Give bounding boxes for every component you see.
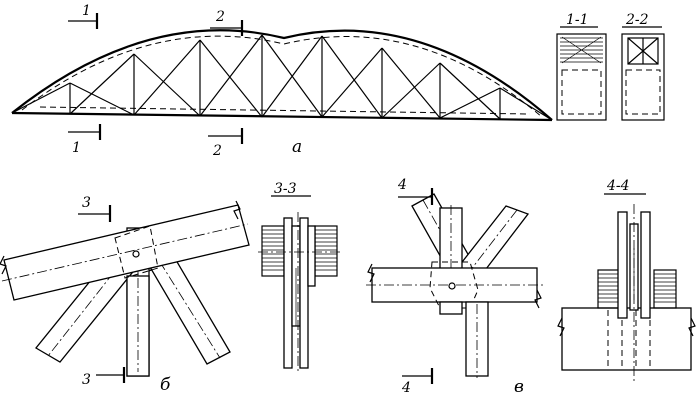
section-marker-4-bottom: 4 bbox=[401, 368, 434, 396]
section-number: 4 bbox=[401, 380, 411, 396]
section-number: 4 bbox=[397, 177, 407, 193]
section-number: 3 bbox=[82, 372, 91, 388]
section-4-4: 4-4 bbox=[557, 178, 696, 384]
bolt-hole bbox=[132, 250, 140, 258]
section-1-1: 1-1 bbox=[556, 12, 607, 121]
section-number: 1 bbox=[82, 3, 91, 19]
section-marker-4-top: 4 bbox=[397, 177, 434, 205]
node-detail-v: 4 4 в bbox=[366, 177, 544, 397]
truss-verticals bbox=[69, 35, 501, 119]
arched-truss: 1 2 1 2 а bbox=[11, 3, 553, 159]
section-number: 2 bbox=[212, 143, 222, 159]
section-2-2: 2-2 bbox=[621, 12, 665, 121]
section-title: 3-3 bbox=[274, 181, 297, 197]
node-detail-b: 3 3 б bbox=[0, 195, 250, 395]
panel-label-v: в bbox=[514, 377, 524, 397]
panel-label-a: а bbox=[292, 137, 302, 157]
hatch-block bbox=[598, 273, 676, 303]
section-number: 3 bbox=[82, 195, 91, 211]
truss-bottom-chord-dashed bbox=[39, 106, 531, 115]
panel-label-b: б bbox=[160, 375, 171, 395]
hatch-block bbox=[262, 229, 337, 271]
section-marker-3-top: 3 bbox=[78, 195, 112, 222]
section-number: 1 bbox=[72, 140, 81, 156]
section-title: 2-2 bbox=[625, 12, 649, 28]
truss-bottom-chord bbox=[11, 111, 553, 122]
bolt-hole bbox=[448, 282, 456, 290]
section-marker-1-bottom: 1 bbox=[68, 124, 102, 156]
section-marker-3-bottom: 3 bbox=[82, 367, 126, 388]
truss-diagonals bbox=[11, 34, 553, 121]
section-title: 4-4 bbox=[606, 178, 630, 194]
truss-top-chord bbox=[11, 29, 553, 121]
section-3-3: 3-3 bbox=[258, 181, 342, 372]
hatch-block bbox=[560, 36, 603, 64]
section-marker-1-top: 1 bbox=[68, 3, 99, 29]
section-number: 2 bbox=[215, 9, 225, 25]
section-marker-2-top: 2 bbox=[210, 9, 244, 36]
truss-top-chord-dashed bbox=[21, 35, 543, 118]
section-marker-2-bottom: 2 bbox=[208, 128, 244, 159]
section-title: 1-1 bbox=[566, 12, 589, 28]
